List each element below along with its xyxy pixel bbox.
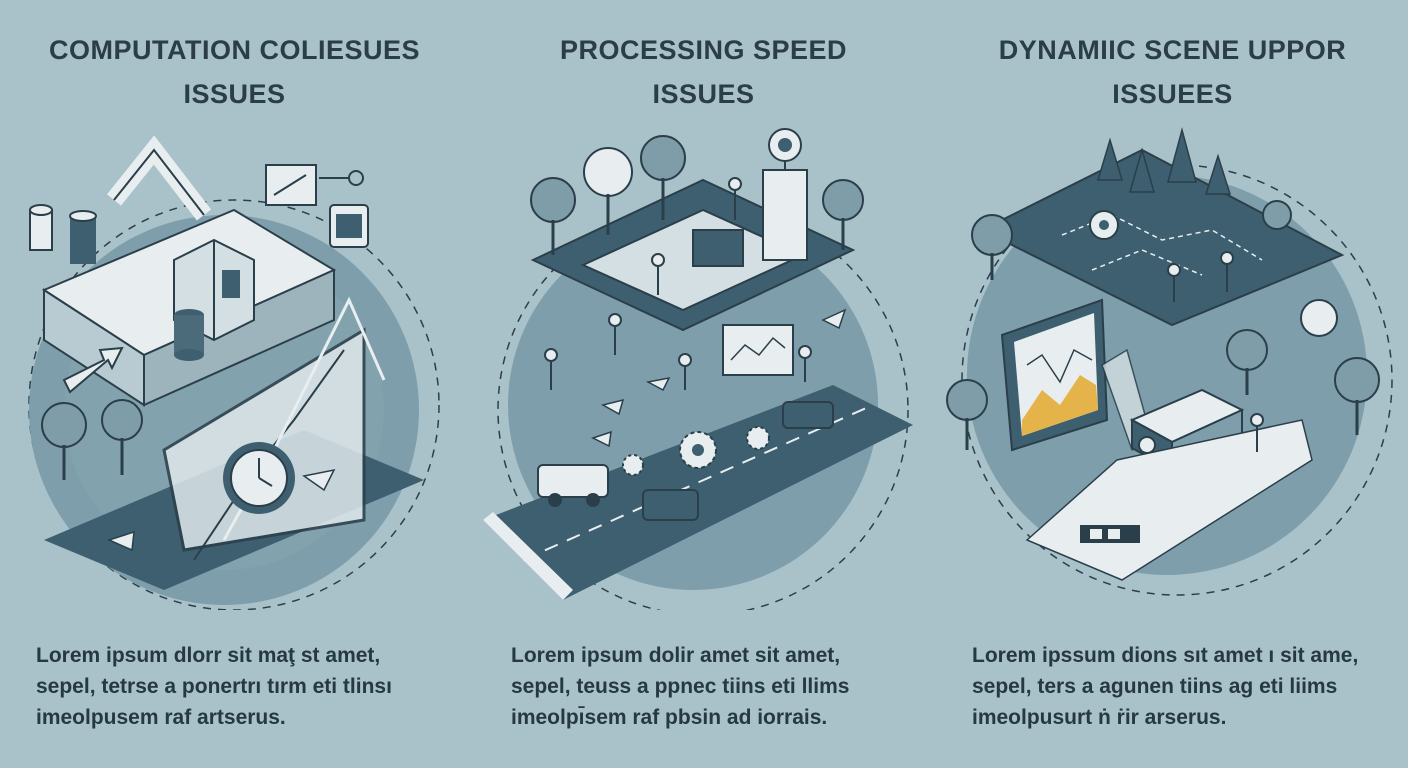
panel-description: Lorem ipsum dlorr sit maţ st amet, sepe… [36,640,456,733]
desc-line: sepel, teuss a ppnec tiins eti llims [511,675,850,698]
panel-description: Lorem ipssum dions sıt amet ı sit ame, s… [972,640,1392,733]
desc-line: sepel, tetrse a ponertrı tırm eti tlinsı [36,675,392,698]
desc-line: imeolpusem raf artserus. [36,706,286,729]
desc-line: sepel, ters a agunen tiins ag eti liims [972,675,1338,698]
panel-processing-speed: PROCESSING SPEED ISSUES [469,0,938,768]
desc-line: Lorem ipsum dolir amet sit amet, [511,644,841,667]
processing-speed-scene-illustration-icon [483,128,913,610]
title-line-1: DYNAMIIC SCENE UPPOR [998,35,1347,65]
title-line-1: PROCESSING SPEED [559,35,848,65]
dynamic-scene-illustration-icon [946,127,1393,596]
desc-line: imeolpı̄sem raf pbsin ad iorrais. [511,706,828,729]
panel-computation: COMPUTATION COLIESUES ISSUES [0,0,469,768]
desc-line: imeolpusurt ṅ ṙir arserus. [972,706,1227,729]
panel-title: PROCESSING SPEED ISSUES [469,28,938,116]
title-line-2: ISSUEES [1112,79,1233,109]
title-line-1: COMPUTATION COLIESUES [48,35,420,65]
desc-line: Lorem ipssum dions sıt amet ı sit ame, [972,644,1359,667]
panel-title: DYNAMIIC SCENE UPPOR ISSUEES [938,28,1407,116]
panel-description: Lorem ipsum dolir amet sit amet, sepel, … [511,640,931,733]
computation-scene-illustration-icon [28,135,440,610]
panel-dynamic-scene: DYNAMIIC SCENE UPPOR ISSUEES [938,0,1407,768]
desc-line: Lorem ipsum dlorr sit maţ st amet, [36,644,381,667]
title-line-2: ISSUES [183,79,286,109]
title-line-2: ISSUES [652,79,755,109]
panel-title: COMPUTATION COLIESUES ISSUES [0,28,469,116]
